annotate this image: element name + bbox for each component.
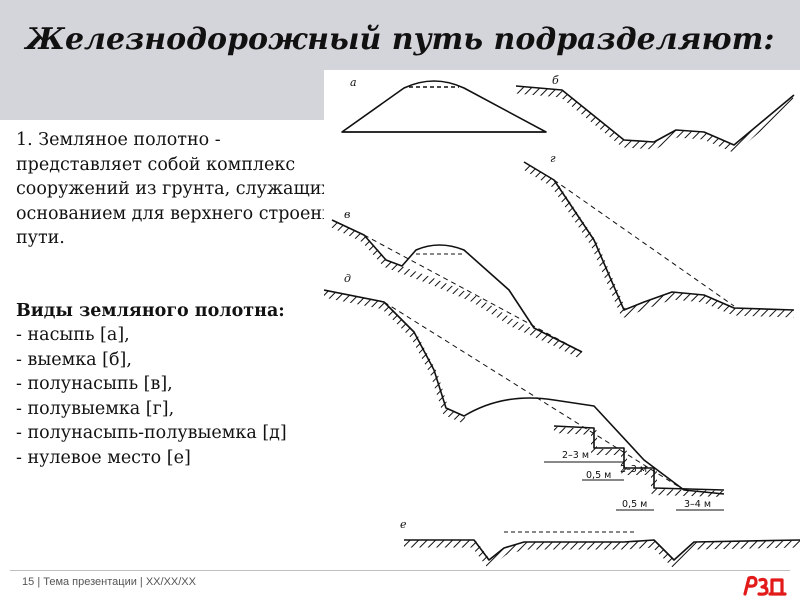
text-block: 1. Земляное полотно - представляет собой…: [16, 128, 346, 470]
half-cutting-profile: [523, 161, 795, 311]
label-d: д: [344, 272, 351, 285]
label-g: г: [550, 152, 556, 165]
half-embankment-profile: [331, 219, 583, 353]
type-item: - полунасыпь [в],: [16, 374, 173, 394]
dim-label: 0,5 м: [622, 499, 647, 510]
label-e: е: [400, 518, 407, 531]
dim-label: 2–3 м: [562, 450, 589, 461]
rzd-logo-icon: [743, 575, 787, 596]
page-number: 15: [22, 576, 35, 588]
roadbed-diagram: а б в г д е 2–3 м 0,5 м 2–3 м 0,5 м 3–4 …: [323, 70, 800, 578]
roadbed-cross-sections: а б в г д е 2–3 м 0,5 м 2–3 м 0,5 м 3–4 …: [323, 74, 800, 568]
type-item: - насыпь [а],: [16, 325, 130, 345]
definition-paragraph: 1. Земляное полотно - представляет собой…: [16, 130, 345, 248]
dim-label: 2–3 м: [620, 464, 647, 475]
footer-caption: | Тема презентации | XX/XX/XX: [37, 576, 196, 588]
type-item: - полувыемка [г],: [16, 398, 175, 419]
slide-title: Железнодорожный путь подразделяют:: [25, 22, 775, 57]
embankment-profile: [341, 80, 547, 133]
type-item: - выемка [б],: [16, 349, 132, 370]
footer-divider: [10, 570, 790, 571]
footer: 15 | Тема презентации | XX/XX/XX: [0, 570, 800, 600]
type-item: - полунасыпь-полувыемка [д]: [16, 423, 287, 443]
type-item: - нулевое место [е]: [16, 447, 191, 468]
label-b: б: [552, 74, 559, 87]
dim-label: 3–4 м: [684, 499, 711, 510]
footer-text: 15 | Тема презентации | XX/XX/XX: [22, 576, 196, 588]
dim-label: 0,5 м: [586, 470, 611, 481]
label-a: а: [350, 76, 357, 89]
label-v: в: [344, 208, 350, 221]
types-heading: Виды земляного полотна:: [16, 300, 285, 321]
